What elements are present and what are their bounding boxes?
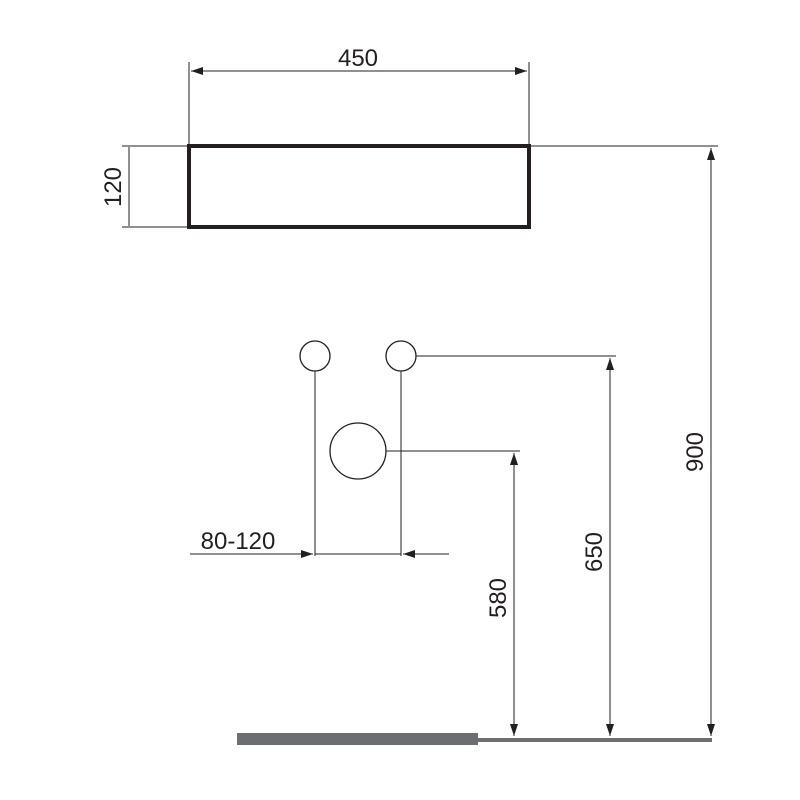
mount-height-dimension: 900 (531, 145, 718, 736)
mount-height-label: 900 (682, 432, 709, 472)
tap-height-label: 650 (581, 532, 608, 572)
waste-height-dimension: 580 (386, 450, 520, 736)
tap-inlet-left (299, 340, 331, 372)
tap-inlet-right (385, 340, 417, 372)
basin-width-dimension: 450 (188, 45, 530, 144)
tap-spacing-dimension: 80-120 (190, 528, 449, 558)
basin-height-label: 120 (100, 167, 127, 207)
waste-outlet (329, 422, 387, 480)
waste-height-label: 580 (485, 578, 512, 618)
tap-spacing-label: 80-120 (201, 528, 276, 555)
basin-width-label: 450 (338, 45, 378, 72)
tap-height-dimension: 650 (416, 355, 616, 736)
basin-outline (187, 144, 531, 229)
basin-height-dimension: 120 (100, 145, 187, 228)
floor-line (237, 733, 712, 745)
